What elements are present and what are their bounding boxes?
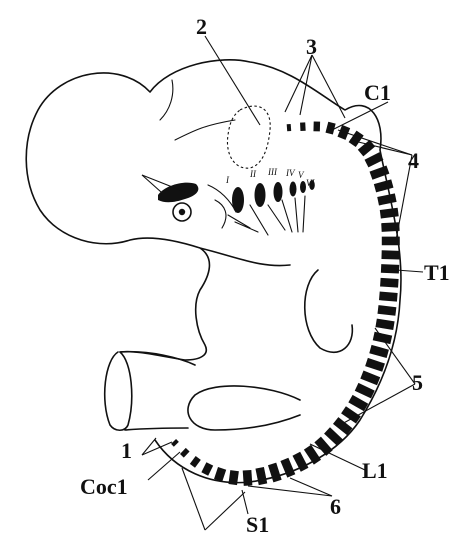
somite	[381, 250, 399, 259]
somite	[171, 439, 179, 447]
somite	[374, 179, 394, 192]
arch-1	[232, 187, 244, 213]
somite	[268, 463, 282, 483]
label-4: 4	[408, 148, 419, 173]
arch-label-3: III	[267, 167, 278, 177]
somite	[380, 278, 398, 288]
label-2: 2	[196, 14, 207, 39]
somite	[228, 470, 238, 485]
somite	[375, 319, 394, 330]
arch-label-6: VI	[306, 178, 315, 188]
arch-label-1: I	[225, 175, 230, 185]
label-t1: T1	[424, 260, 450, 285]
eye-pupil	[179, 209, 185, 215]
label-l1: L1	[362, 458, 388, 483]
somite	[292, 452, 308, 472]
somite	[190, 456, 201, 468]
somite	[255, 467, 267, 485]
label-1: 1	[121, 438, 132, 463]
somite	[382, 237, 400, 246]
arch-2	[255, 183, 266, 207]
label-3: 3	[306, 34, 317, 59]
arch-4	[290, 182, 297, 197]
somite	[349, 131, 364, 147]
arch-3	[274, 182, 283, 202]
hindlimb-bud	[188, 386, 300, 430]
label-5: 5	[412, 370, 423, 395]
somite	[214, 467, 226, 482]
arch-label-2: II	[249, 169, 257, 179]
eye-shadow	[158, 183, 198, 203]
arch-label-5: V	[298, 170, 305, 180]
label-s1: S1	[246, 512, 269, 537]
somite	[365, 152, 384, 167]
umbilical-stalk	[105, 352, 195, 431]
somite	[377, 305, 396, 316]
somite	[287, 124, 292, 131]
somite	[348, 395, 368, 411]
somite	[369, 345, 389, 358]
somite	[313, 121, 320, 131]
pharyngeal-arches: I II III IV V VI	[225, 167, 315, 235]
somite	[360, 371, 380, 386]
head-contour-line	[160, 80, 236, 228]
label-c1: C1	[364, 80, 391, 105]
somite	[381, 264, 399, 273]
arch-label-4: IV	[285, 168, 296, 178]
otic-vesicle	[227, 106, 270, 168]
somite	[325, 122, 335, 135]
label-coc1: Coc1	[80, 474, 128, 499]
somite	[243, 470, 253, 486]
label-6: 6	[330, 494, 341, 519]
somite	[377, 193, 396, 205]
forelimb-bud	[305, 270, 353, 352]
somite	[180, 448, 190, 458]
somite	[379, 292, 398, 302]
somite	[355, 383, 375, 399]
somite	[365, 358, 385, 372]
somite	[381, 222, 399, 232]
somite	[201, 462, 213, 475]
somite	[380, 208, 399, 219]
somite	[300, 122, 306, 131]
